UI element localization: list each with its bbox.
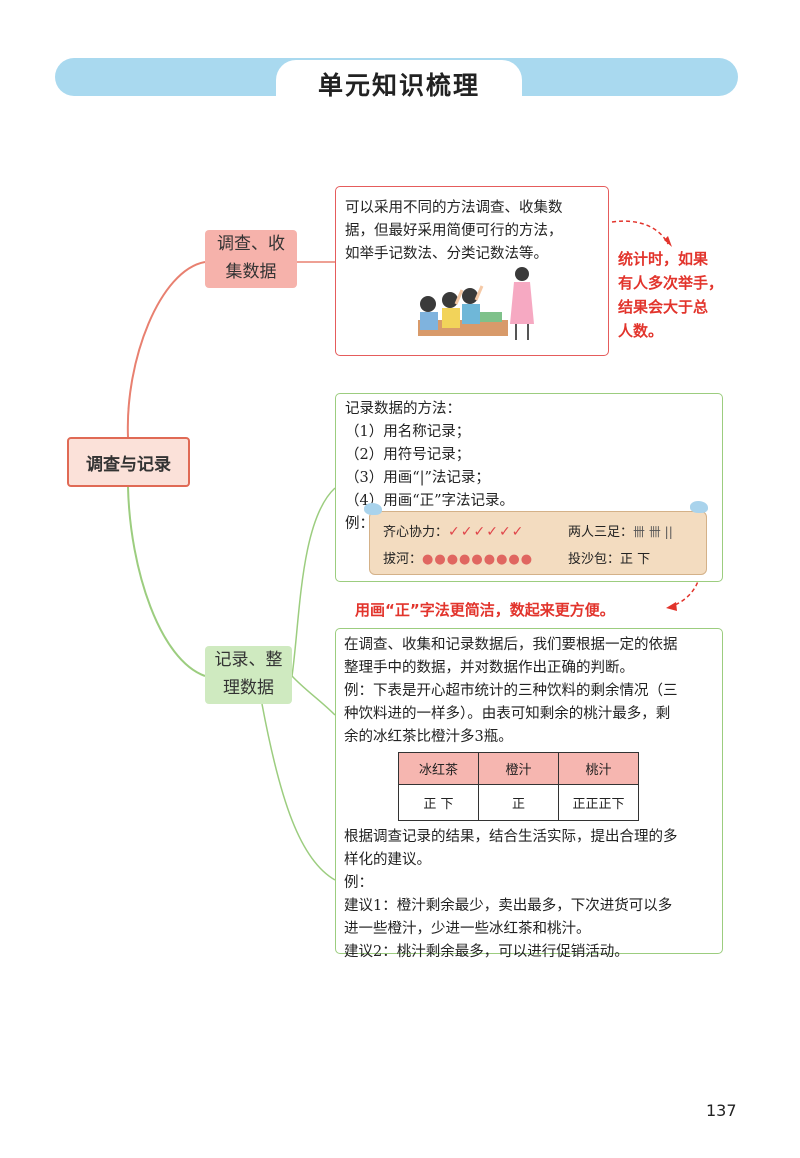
note-line: 人数。 — [618, 322, 664, 340]
methods-line: （3）用画“|”法记录； — [345, 470, 490, 486]
tally-label: 投沙包： — [568, 552, 621, 567]
table-header-cell: 冰红茶 — [398, 752, 479, 785]
bird-icon — [364, 503, 382, 515]
dashed-arrow-note2 — [671, 561, 701, 607]
tally-item-tug: 拔河：●●●●●●●●● — [383, 548, 533, 567]
methods-line: （2）用符号记录； — [345, 447, 471, 463]
methods-line: 记录数据的方法： — [345, 401, 461, 417]
table-header-cell: 橙汁 — [478, 752, 559, 785]
connector-line-box2 — [291, 487, 336, 677]
note-line: 结果会大于总 — [618, 298, 709, 316]
zheng-marks: 正 下 — [620, 552, 651, 567]
check-marks: ✓✓✓✓✓✓ — [448, 524, 525, 540]
table-header-cell: 桃汁 — [558, 752, 639, 785]
methods-line: 例： — [345, 516, 374, 532]
connector-line-box3-lower — [261, 703, 336, 881]
tally-item-sandbag: 投沙包：正 下 — [568, 548, 650, 567]
organize-line: 余的冰红茶比橙汁多3瓶。 — [344, 729, 513, 745]
topic-collect-line2: 集数据 — [225, 262, 277, 282]
circle-marks: ●●●●●●●●● — [422, 552, 534, 567]
collect-text: 可以采用不同的方法调查、收集数 据，但最好采用简便可行的方法， 如举手记数法、分… — [345, 197, 601, 266]
tally-label: 齐心协力： — [383, 525, 449, 540]
bird-icon — [690, 501, 708, 513]
table-cell: 正正正下 — [558, 784, 639, 821]
branch-line-red — [126, 261, 206, 438]
tally-marks: 卌 卌 || — [633, 525, 673, 539]
note-line: 统计时，如果 — [618, 250, 709, 268]
organize-line: 例：下表是开心超市统计的三种饮料的剩余情况（三 — [344, 683, 678, 699]
suggestion-line: 进一些橙汁，少进一些冰红茶和桃汁。 — [344, 921, 591, 937]
topic-collect-data: 调查、收 集数据 — [205, 230, 297, 288]
table-cell: 正 — [478, 784, 559, 821]
tally-label: 拔河： — [383, 552, 423, 567]
topic-collect-line1: 调查、收 — [217, 234, 285, 254]
topic-record-line2: 理数据 — [223, 678, 274, 698]
organize-text: 在调查、收集和记录数据后，我们要根据一定的依据 整理手中的数据，并对数据作出正确… — [344, 634, 716, 749]
collect-line: 据，但最好采用简便可行的方法， — [345, 223, 563, 239]
suggestion-line: 例： — [344, 875, 373, 891]
organize-line: 整理手中的数据，并对数据作出正确的判断。 — [344, 660, 634, 676]
table-cell: 正 下 — [398, 784, 479, 821]
tally-example-scroll — [369, 511, 707, 575]
topic-record-data: 记录、整 理数据 — [205, 646, 292, 704]
page-title: 单元知识梳理 — [317, 71, 480, 100]
topic-record-line1: 记录、整 — [214, 650, 283, 670]
classroom-illustration — [418, 267, 534, 340]
tally-item-three-legged: 两人三足：卌 卌 || — [568, 521, 673, 540]
methods-text: 记录数据的方法： （1）用名称记录； （2）用符号记录； （3）用画“|”法记录… — [345, 398, 705, 536]
header-tab — [276, 60, 522, 104]
organize-line: 种饮料进的一样多）。由表可知剩余的桃汁最多，剩 — [344, 706, 671, 722]
root-topic: 调查与记录 — [67, 437, 190, 487]
collect-line: 可以采用不同的方法调查、收集数 — [345, 200, 563, 216]
suggestion-line: 建议1：橙汁剩余最少，卖出最多，下次进货可以多 — [344, 898, 673, 914]
arrow-head-note1 — [664, 236, 672, 247]
note-zheng-method: 用画“正”字法更简洁，数起来更方便。 — [355, 601, 615, 619]
dashed-arrow-note1 — [611, 220, 669, 245]
methods-line: （4）用画“正”字法记录。 — [345, 493, 515, 509]
table-header-row: 冰红茶 橙汁 桃汁 — [398, 752, 639, 785]
tally-label: 两人三足： — [568, 525, 634, 540]
suggestion-text: 根据调查记录的结果，结合生活实际，提出合理的多 样化的建议。 例： 建议1：橙汁… — [344, 826, 716, 964]
collect-line: 如举手记数法、分类记数法等。 — [345, 246, 548, 262]
branch-line-green — [127, 486, 206, 677]
tally-item-teamwork: 齐心协力：✓✓✓✓✓✓ — [383, 521, 524, 540]
organize-line: 在调查、收集和记录数据后，我们要根据一定的依据 — [344, 637, 678, 653]
connector-line-box3 — [291, 675, 336, 716]
note-multiple-raise: 统计时，如果 有人多次举手， 结果会大于总 人数。 — [618, 247, 728, 343]
arrow-head-note2 — [666, 602, 677, 611]
suggestion-line: 建议2：桃汁剩余最多，可以进行促销活动。 — [344, 944, 629, 960]
methods-line: （1）用名称记录； — [345, 424, 471, 440]
drinks-table: 冰红茶 橙汁 桃汁 正 下 正 正正正下 — [398, 752, 639, 821]
table-row: 正 下 正 正正正下 — [398, 784, 639, 821]
suggestion-line: 根据调查记录的结果，结合生活实际，提出合理的多 — [344, 829, 678, 845]
page-number: 137 — [706, 1101, 737, 1120]
note-line: 有人多次举手， — [618, 274, 724, 292]
suggestion-line: 样化的建议。 — [344, 852, 431, 868]
